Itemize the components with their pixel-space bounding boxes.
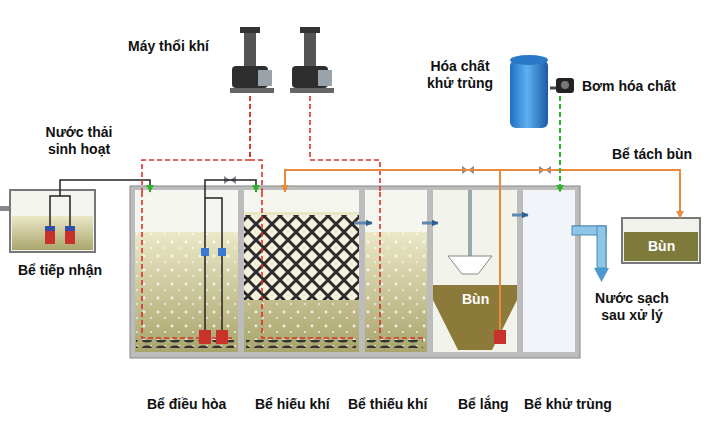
tank-node: Bể tách bùnBùn <box>622 218 700 263</box>
tank-node: Bơm hóa chất <box>556 74 576 96</box>
tank-node: Bể khử trùng <box>528 192 572 350</box>
tank-node: Bể tiếp nhận <box>10 192 95 252</box>
tank-label: Hóa chất khử trùng <box>418 58 502 92</box>
dosing-pump <box>556 78 574 93</box>
tank-label: Máy thổi khí <box>128 38 209 55</box>
pipe-connector <box>250 96 262 192</box>
pipe-connector <box>422 222 438 225</box>
chemical-tank <box>510 60 548 128</box>
tank-node: Bể lắngBùn <box>438 192 512 350</box>
pump-head <box>45 226 55 231</box>
edge-label: Nước thải sinh hoạt <box>34 124 124 158</box>
pipe-connector <box>205 180 256 192</box>
water <box>12 216 93 250</box>
compartment <box>244 190 359 352</box>
blower-motor <box>258 70 272 86</box>
tank-label: Bể hiếu khí <box>255 396 330 413</box>
settling-funnel <box>448 256 492 274</box>
valves <box>224 166 551 184</box>
tank-node: Máy thổi khí <box>222 30 342 96</box>
bubbles <box>365 232 427 352</box>
tank-wall <box>10 190 95 252</box>
pump <box>494 330 506 344</box>
tank-label: Bể thiếu khí <box>348 396 427 413</box>
pump-head <box>65 226 75 231</box>
water <box>365 232 427 352</box>
diffusers <box>246 340 356 348</box>
blower-motor <box>318 70 332 86</box>
chemical-unit <box>510 55 574 128</box>
air-pipe <box>142 192 424 338</box>
pipe-connector <box>512 214 528 217</box>
main-basin <box>130 186 609 358</box>
tank-node: Bể thiếu khí <box>372 192 422 350</box>
tank-label: Bể tiếp nhận <box>18 262 102 279</box>
outlet-arrow <box>594 268 609 282</box>
pipe-connector <box>310 96 380 192</box>
pipe-connector <box>354 222 372 225</box>
pump <box>216 330 228 344</box>
outlet-pipe <box>597 226 606 268</box>
diffusers <box>367 340 423 348</box>
tank-wall <box>622 218 700 263</box>
pump <box>199 330 211 344</box>
tank-label: Bơm hóa chất <box>582 78 676 95</box>
blower-base <box>230 88 274 93</box>
blower-base <box>290 88 334 93</box>
pipe-connector <box>142 96 250 192</box>
tank-label: Bể tách bùn <box>612 146 692 163</box>
pipe-connector <box>559 96 561 192</box>
sludge-label: Bùn <box>648 238 675 255</box>
sludge-tank <box>622 218 700 263</box>
silencer-cap <box>300 27 320 33</box>
sludge-label: Bùn <box>462 291 489 308</box>
compartment <box>433 190 517 352</box>
tank-label: Bể điều hòa <box>147 396 226 413</box>
compartment <box>135 190 238 352</box>
silencer <box>244 30 256 68</box>
silencer-cap <box>240 27 260 33</box>
sludge-pipe <box>499 192 501 330</box>
check-valve <box>218 248 226 256</box>
sludge <box>433 285 517 350</box>
pump-riser <box>50 192 70 228</box>
pipe-connector <box>285 170 500 192</box>
receiving-tank <box>0 190 95 252</box>
pipe-connector <box>550 87 556 90</box>
compartment <box>365 190 427 352</box>
tank-lid <box>510 55 548 65</box>
tank-node: Bể hiếu khí <box>250 192 354 350</box>
pipe-connector <box>500 170 680 218</box>
basin-wall <box>130 186 580 358</box>
outlet-pipe-edge <box>572 226 606 268</box>
pump-head <box>561 81 569 89</box>
check-valve <box>201 248 209 256</box>
tank-node: Bể điều hòa <box>136 192 234 350</box>
pipe-connector <box>60 180 150 192</box>
tank-label: Bể lắng <box>458 396 509 413</box>
tank-label: Bể khử trùng <box>524 396 612 413</box>
center-pipe <box>468 190 472 256</box>
sludge <box>624 232 698 261</box>
compartment <box>523 190 575 352</box>
outlet-label: Nước sạch sau xử lý <box>586 290 678 324</box>
tank-node: Hóa chất khử trùng <box>508 50 550 130</box>
pump-riser <box>205 192 222 330</box>
blowers <box>230 27 334 93</box>
silencer <box>304 30 316 68</box>
